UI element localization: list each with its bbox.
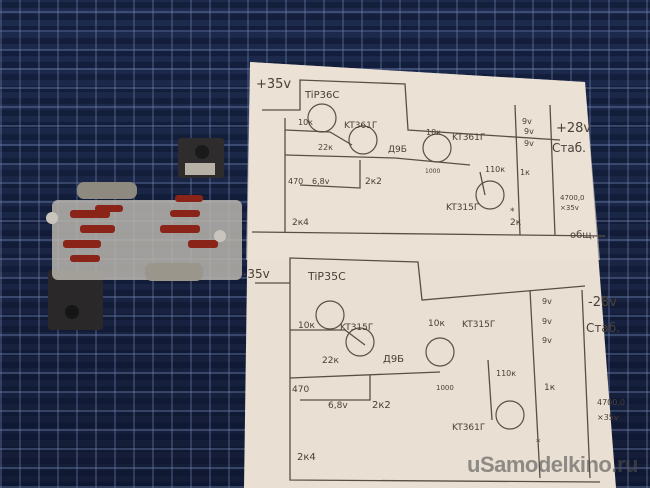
bottom-input-label: -35v bbox=[243, 267, 270, 281]
top-r4-label: 10к bbox=[426, 128, 441, 137]
top-cap-input-label: 470 bbox=[288, 177, 303, 186]
top-cap-feedback-label: 1000 bbox=[425, 168, 440, 175]
bottom-cap-output-voltage: ×35v bbox=[597, 413, 619, 422]
bottom-cap-output-label: 4700,0 bbox=[597, 398, 625, 407]
bottom-r1-label: 10к bbox=[298, 321, 315, 331]
electrolytic-cap-bottom bbox=[145, 263, 203, 281]
transistor-circles bbox=[307, 103, 525, 430]
top-common-label: общ. bbox=[570, 230, 595, 241]
top-control-transistor-label: KT315Г bbox=[446, 203, 479, 213]
top-star-mark: * bbox=[510, 207, 515, 217]
top-r5-label: 110к bbox=[485, 165, 505, 174]
top-cap-output-voltage: ×35v bbox=[560, 204, 579, 212]
bottom-r6-label: 1к bbox=[544, 383, 556, 393]
top-zener-ref-label: 6,8v bbox=[312, 177, 330, 186]
top-r7-label: 2к bbox=[510, 218, 522, 228]
bottom-r5-label: 110к bbox=[496, 369, 516, 378]
bottom-driver-transistor-label: KT315Г bbox=[340, 323, 373, 333]
bottom-r7-label: 2к4 bbox=[297, 452, 316, 463]
schematic-bottom-wires bbox=[255, 257, 601, 483]
bottom-zener-2-label: 9v bbox=[542, 317, 552, 326]
top-zener-3-label: 9v bbox=[524, 139, 534, 148]
top-driver-transistor-label: KT361Г bbox=[344, 121, 377, 131]
top-error-amp-label: KT361Г bbox=[452, 133, 485, 143]
top-r1-label: 10к bbox=[298, 118, 313, 127]
top-pass-transistor-label: TiP36C bbox=[304, 90, 339, 101]
bottom-control-transistor-label: KT361Г bbox=[452, 423, 485, 433]
bottom-diode-label: Д9Б bbox=[383, 354, 404, 365]
bottom-output-label: -28v bbox=[588, 295, 617, 310]
mounting-nut-left bbox=[46, 212, 58, 224]
bottom-output-note: Стаб. bbox=[586, 321, 620, 335]
top-zener-1-label: 9v bbox=[522, 117, 532, 126]
heatsink-tab-bottom bbox=[48, 270, 103, 330]
top-output-note: Стаб. bbox=[552, 141, 586, 155]
red-resistors bbox=[63, 195, 218, 262]
bottom-cap-input-label: 470 bbox=[292, 385, 309, 395]
bottom-error-amp-label: KT315Г bbox=[462, 320, 495, 330]
electrolytic-cap-top bbox=[77, 182, 137, 199]
top-r8-label: 2к4 bbox=[292, 218, 309, 228]
top-cap-output-label: 4700,0 bbox=[560, 194, 585, 202]
bottom-zener-3-label: 9v bbox=[542, 336, 552, 345]
bottom-r4-label: 10к bbox=[428, 319, 445, 329]
bottom-star-mark: * bbox=[536, 438, 541, 448]
top-r2-label: 22к bbox=[318, 143, 333, 152]
top-output-label: +28v bbox=[556, 121, 591, 136]
top-diode-label: Д9Б bbox=[388, 145, 407, 155]
bottom-zener-1-label: 9v bbox=[542, 297, 552, 306]
bottom-r3-label: 2к2 bbox=[372, 400, 391, 411]
bottom-pass-transistor-label: TiP35C bbox=[307, 270, 346, 283]
bottom-zener-ref-label: 6,8v bbox=[328, 401, 348, 411]
top-input-label: +35v bbox=[256, 77, 291, 92]
top-zener-2-label: 9v bbox=[524, 127, 534, 136]
top-r3-label: 2к2 bbox=[365, 177, 382, 187]
schematic-top-wires bbox=[251, 79, 606, 237]
top-r6-label: 1к bbox=[520, 168, 530, 177]
bottom-r2-label: 22к bbox=[322, 356, 339, 366]
bottom-cap-feedback-label: 1000 bbox=[436, 384, 454, 392]
mounting-nut-right bbox=[214, 230, 226, 242]
watermark: uSamodelkino.ru bbox=[467, 452, 638, 477]
